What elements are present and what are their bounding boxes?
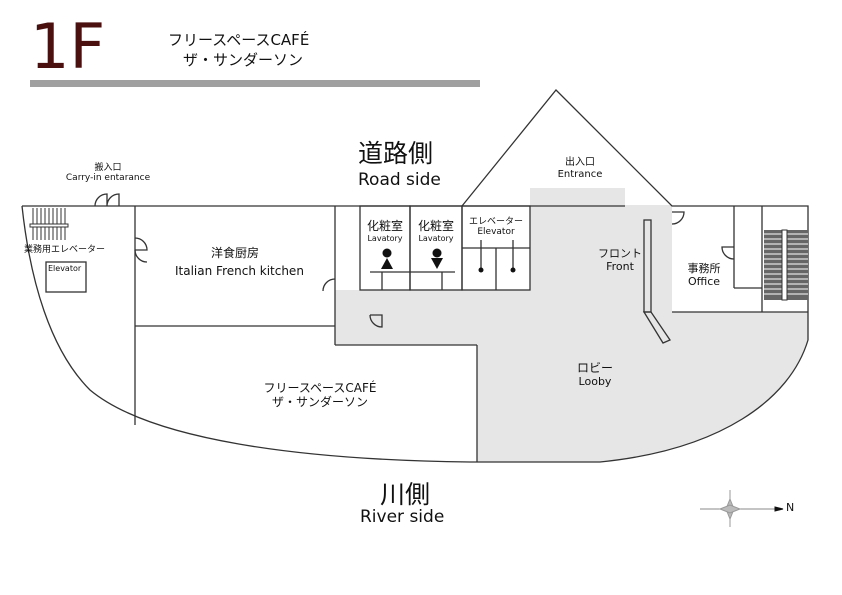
female-toilet-icon [381,248,393,269]
stairs-right [764,229,808,301]
building-outline [21,89,809,463]
service-elevator-label-jp: 業務用エレベーター [24,245,106,255]
stairs-left [29,208,69,240]
header-rule [30,80,480,87]
road-side-en: Road side [358,170,441,190]
floor-number: 1F [30,10,106,83]
river-side-jp: 川側 [380,480,431,509]
compass-north-label: N [786,501,795,514]
lobby-area [335,188,808,462]
male-toilet-icon [431,248,443,269]
river-side-en: River side [360,507,445,527]
header-title-line1: フリースペースCAFÉ [168,31,310,49]
service-elevator-box [45,261,87,293]
compass-icon [700,490,784,527]
service-elevator-label-en: Elevator [48,264,82,273]
road-side-jp: 道路側 [358,139,434,168]
header-title-line2: ザ・サンダーソン [183,51,304,69]
